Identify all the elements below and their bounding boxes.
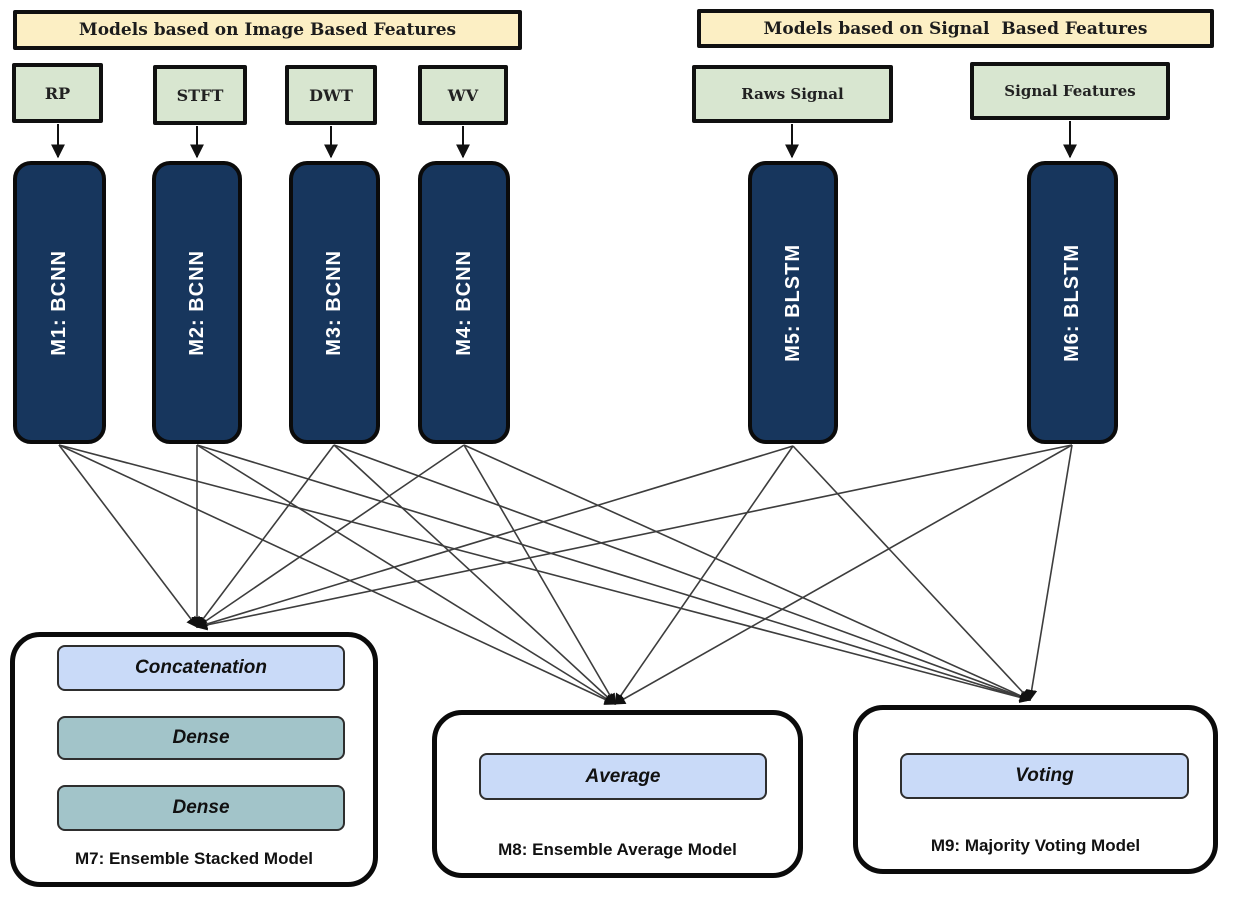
edge-m4-m9 xyxy=(463,444,1032,701)
model-label-m3: M3: BCNN xyxy=(323,249,345,356)
model-label-m5: M5: BLSTM xyxy=(781,243,804,362)
edge-m4-m7 xyxy=(196,444,465,628)
layer-dense-2: Dense xyxy=(57,785,345,831)
model-box-m4-bcnn: M4: BCNN xyxy=(418,161,510,444)
edge-m5-m7 xyxy=(195,445,794,630)
input-box-signal-features: Signal Features xyxy=(970,62,1170,120)
layer-dense-1: Dense xyxy=(57,716,345,760)
model-label-m1: M1: BCNN xyxy=(48,249,70,356)
layer-concatenation: Concatenation xyxy=(57,645,345,691)
model-box-m5-blstm: M5: BLSTM xyxy=(748,161,838,444)
ensemble-label-m8: M8: Ensemble Average Model xyxy=(498,840,737,859)
edge-m5-m9 xyxy=(792,445,1031,701)
model-label-m4: M4: BCNN xyxy=(452,249,475,356)
input-box-raws-signal: Raws Signal xyxy=(692,65,893,123)
model-label-m6: M6: BLSTM xyxy=(1061,243,1083,362)
layer-average: Average xyxy=(479,753,767,800)
input-box-wv: WV xyxy=(418,65,508,125)
input-box-dwt: DWT xyxy=(285,65,377,125)
edge-m6-m9 xyxy=(1026,444,1073,702)
edge-m6-m7 xyxy=(195,444,1073,631)
model-box-m1-bcnn: M1: BCNN xyxy=(13,161,106,444)
ensemble-label-m7: M7: Ensemble Stacked Model xyxy=(74,849,314,868)
model-label-m2: M2: BCNN xyxy=(185,249,208,356)
input-to-model-arrows xyxy=(51,121,1077,159)
input-box-stft: STFT xyxy=(153,65,247,125)
header-signal-based-features: Models based on Signal Based Features xyxy=(697,9,1214,48)
edge-m5-m8 xyxy=(614,445,794,705)
edge-m3-m7 xyxy=(196,444,335,628)
layer-voting: Voting xyxy=(900,753,1189,799)
model-box-m6-blstm: M6: BLSTM xyxy=(1027,161,1118,444)
ensemble-box-m9-voting: Voting M9: Majority Voting Model xyxy=(853,705,1218,874)
ensemble-box-m8-average: Average M8: Ensemble Average Model xyxy=(432,710,803,878)
edge-m4-m8 xyxy=(463,444,616,705)
edge-m1-m7 xyxy=(58,444,198,628)
model-box-m3-bcnn: M3: BCNN xyxy=(289,161,380,444)
header-image-based-features: Models based on Image Based Features xyxy=(13,10,522,50)
input-box-rp: RP xyxy=(12,63,103,123)
ensemble-label-m9: M9: Majority Voting Model xyxy=(930,836,1141,855)
edge-m3-m9 xyxy=(333,444,1032,702)
model-box-m2-bcnn: M2: BCNN xyxy=(152,161,242,444)
edge-m6-m8 xyxy=(614,444,1073,705)
ensemble-box-m7-stacked: Concatenation Dense Dense M7: Ensemble S… xyxy=(10,632,378,887)
